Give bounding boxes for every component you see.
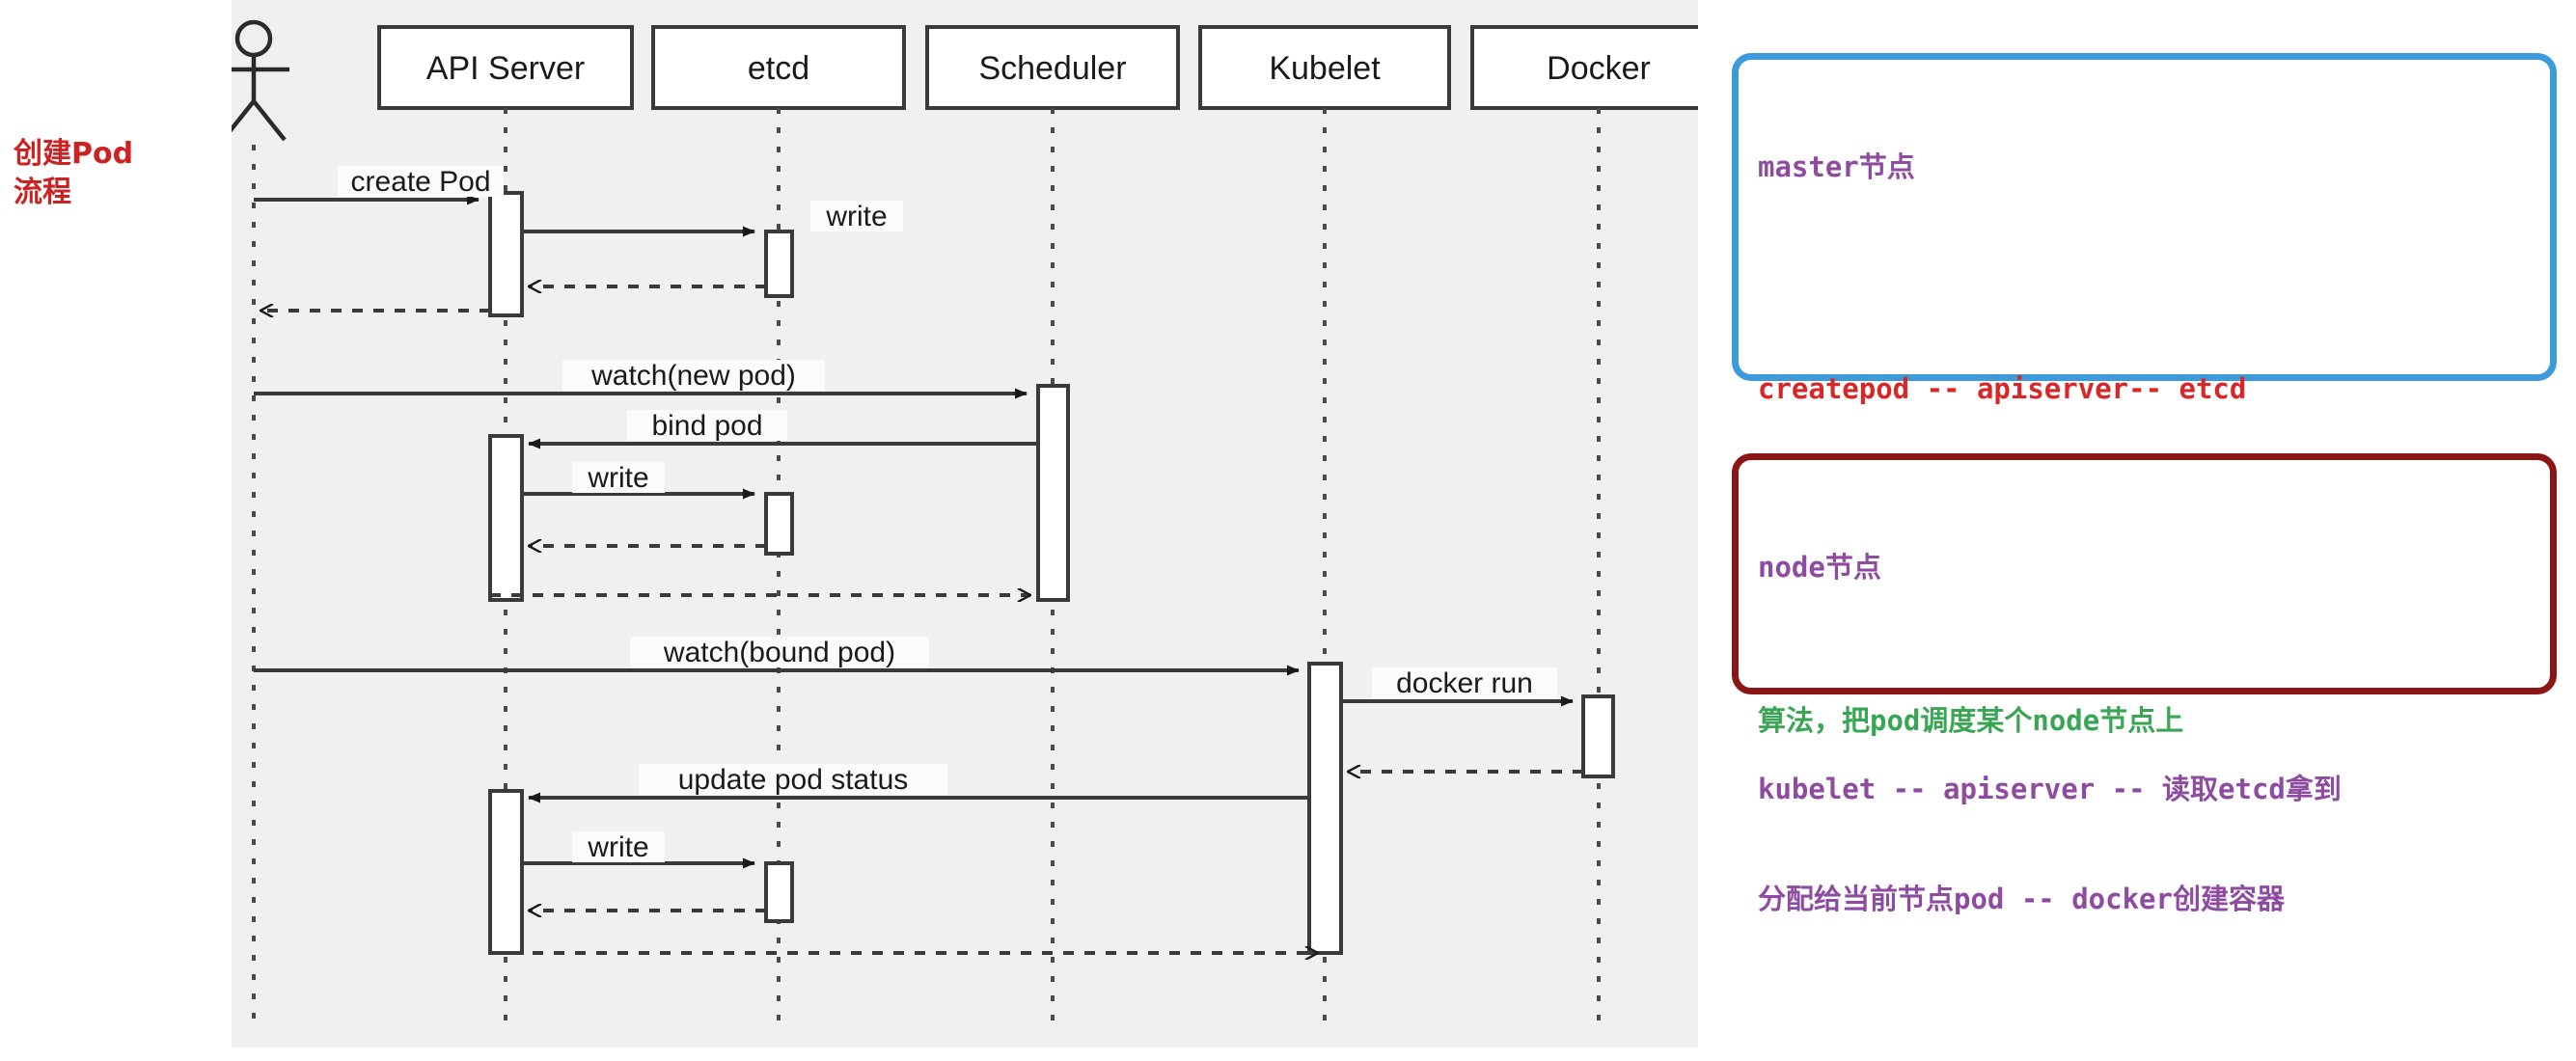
participant-label-kubelet: Kubelet: [1269, 50, 1381, 87]
message-label-write-1: write: [825, 201, 887, 232]
participant-label-scheduler: Scheduler: [978, 50, 1126, 87]
activation-docker-1: [1581, 694, 1615, 778]
note-master-node: master节点 createpod -- apiserver-- etcd s…: [1732, 53, 2557, 737]
note-worker-node: node节点 kubelet -- apiserver -- 读取etcd拿到 …: [1732, 453, 2557, 915]
note-master-spacer-1: [1758, 258, 2531, 297]
message-label-watch-new-pod: watch(new pod): [590, 360, 796, 392]
activation-scheduler-1: [1036, 384, 1070, 602]
note-master-line-1: createpod -- apiserver-- etcd: [1758, 372, 2247, 405]
activation-kubelet-1: [1307, 662, 1343, 955]
note-master-title: master节点: [1758, 150, 1915, 183]
participant-box-scheduler: [925, 25, 1180, 110]
note-node-line-1: kubelet -- apiserver -- 读取etcd拿到: [1758, 773, 2342, 805]
message-label-bind-pod: bind pod: [651, 410, 762, 442]
participant-box-kubelet: [1198, 25, 1451, 110]
flow-caption-line-1: 创建Pod: [14, 137, 134, 171]
participant-label-docker: Docker: [1547, 50, 1651, 87]
activation-etcd-3: [764, 861, 794, 923]
participant-label-apiserver: API Server: [426, 50, 585, 87]
note-node-line-2: 分配给当前节点pod -- docker创建容器: [1758, 883, 2285, 915]
note-node-content: node节点 kubelet -- apiserver -- 读取etcd拿到 …: [1739, 460, 2550, 991]
message-label-write-3: write: [587, 831, 648, 863]
message-label-docker-run: docker run: [1396, 667, 1533, 699]
activation-apiserver-3: [488, 789, 524, 955]
note-node-title: node节点: [1758, 551, 1881, 584]
flow-caption: 创建Pod 流程: [14, 135, 216, 212]
message-label-watch-bound-pod: watch(bound pod): [663, 637, 895, 668]
message-label-update-pod-status: update pod status: [678, 764, 909, 796]
note-node-spacer-1: [1758, 659, 2531, 697]
activation-etcd-1: [764, 230, 794, 298]
flow-caption-line-2: 流程: [14, 176, 71, 209]
actor-icon: [232, 19, 289, 142]
participant-label-etcd: etcd: [748, 50, 809, 87]
sequence-diagram-panel: API Server etcd Scheduler Kubelet Docker: [232, 0, 1698, 1047]
note-master-line-3: 算法，把pod调度某个node节点上: [1758, 704, 2184, 737]
activation-apiserver-1: [488, 191, 524, 317]
activation-apiserver-2: [488, 434, 524, 602]
message-label-create-pod: create Pod: [350, 166, 490, 198]
participant-box-apiserver: [377, 25, 634, 110]
message-label-write-2: write: [587, 462, 648, 494]
sequence-diagram: API Server etcd Scheduler Kubelet Docker: [232, 19, 1698, 1022]
activation-etcd-2: [764, 492, 794, 556]
